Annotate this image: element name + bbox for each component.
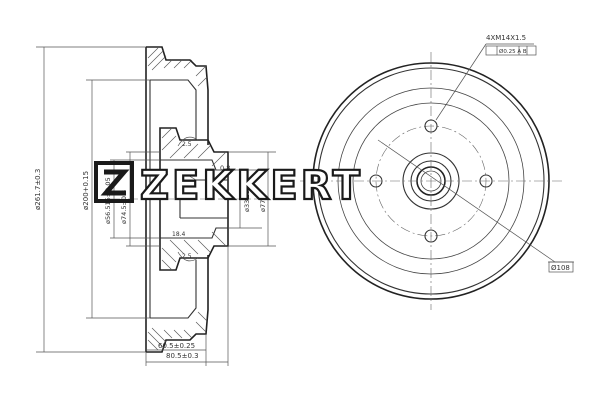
friction-diameter-label: ø200+0.15: [82, 171, 90, 210]
width-outer-label: 80.5±0.3: [166, 352, 199, 360]
hub-diameter-2-label: ø74.5±0.3: [120, 190, 128, 224]
tolerance-box-label: Ø0.25 A B: [499, 48, 527, 55]
logo-mark-z: [100, 169, 130, 196]
small-dimension-label-4: 2.5: [182, 253, 192, 260]
outer-diameter-label: ø261.7±0.3: [34, 169, 42, 210]
width-inner-label: 60.5±0.25: [158, 342, 195, 350]
thread-leader: [435, 43, 487, 121]
bore-diameter-label: ø33±0: [243, 190, 251, 212]
pcd-leader: [377, 139, 556, 263]
thread-spec-label: 4XM14X1.5: [486, 34, 526, 42]
leader-lines: [177, 136, 236, 262]
brand-logo: ZEKKERT: [94, 161, 363, 210]
tolerance-frame: [485, 45, 537, 56]
pcd-label: Ø108: [551, 264, 570, 272]
logo-text: ZEKKERT: [140, 163, 363, 209]
small-dimension-label-1: 0.8: [220, 164, 230, 172]
front-view: 4XM14X1.5 Ø0.25 A B Ø108: [300, 34, 574, 310]
small-dimension-label-2: 2.5: [182, 141, 192, 148]
shell-hatching: [147, 47, 208, 351]
logo-mark-box: [94, 161, 134, 203]
bore-depth-label: ø77-0: [259, 193, 267, 212]
vertical-dimensions: [36, 46, 276, 353]
hub-hatching: [161, 127, 227, 271]
hub-step: [179, 179, 228, 219]
small-dimension-label-3: 18.4: [172, 231, 186, 238]
pcd-label-box: [548, 261, 574, 273]
horizontal-dimensions: [145, 246, 229, 366]
